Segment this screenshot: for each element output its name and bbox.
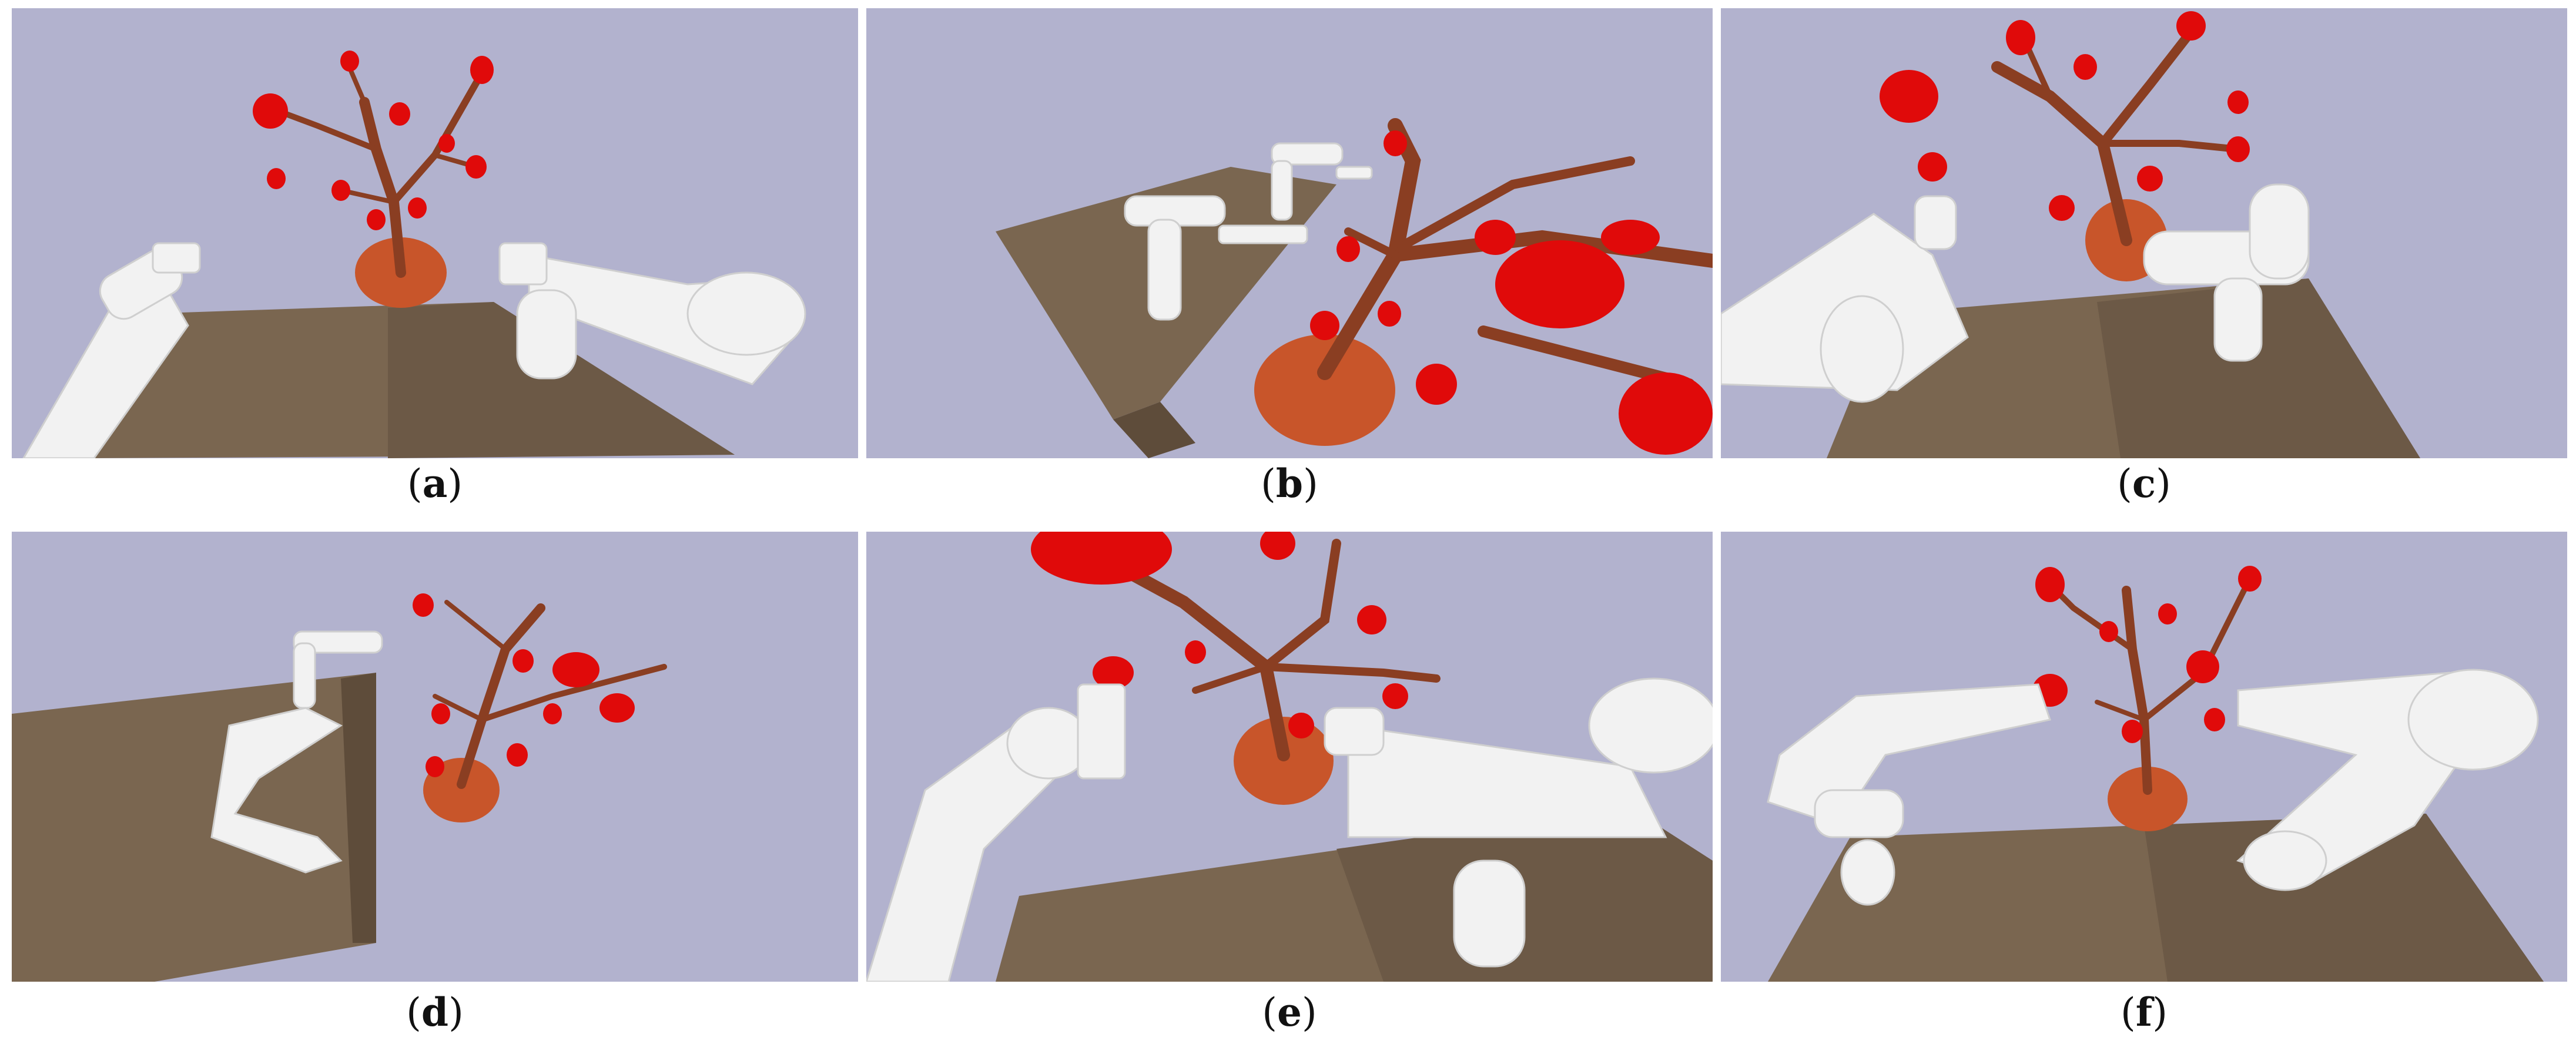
apples bbox=[413, 593, 635, 777]
tree-base bbox=[2108, 767, 2188, 831]
tree-branches bbox=[1113, 539, 1441, 761]
panel-c-render bbox=[1721, 8, 2567, 458]
panel-d-render bbox=[12, 532, 858, 982]
robot-arm-left bbox=[22, 242, 201, 458]
apples bbox=[1310, 130, 1713, 455]
robot-arm bbox=[210, 630, 383, 874]
robot-arm-right bbox=[1324, 677, 1713, 968]
panel-b-scene bbox=[866, 8, 1713, 458]
apples bbox=[253, 51, 494, 230]
panel-d-scene bbox=[12, 532, 858, 982]
tree-base bbox=[1254, 334, 1395, 446]
caption-d: (d) bbox=[406, 989, 464, 1035]
caption-a: (a) bbox=[407, 461, 463, 506]
caption-e: (e) bbox=[1262, 989, 1317, 1035]
tree-branches bbox=[433, 600, 667, 789]
caption-c: (c) bbox=[2117, 461, 2171, 506]
robot-arm-right bbox=[2143, 183, 2310, 362]
panel-e-render bbox=[866, 532, 1713, 982]
robot-arm-right bbox=[498, 242, 806, 385]
robot-arm-left bbox=[1767, 683, 2051, 906]
robot-arm-left bbox=[1721, 195, 1969, 403]
apples bbox=[1031, 532, 1408, 738]
caption-f: (f) bbox=[2121, 989, 2168, 1035]
apples bbox=[1880, 11, 2250, 221]
panel-f-scene bbox=[1721, 532, 2567, 982]
tree-base bbox=[423, 758, 500, 822]
panel-e-scene bbox=[866, 532, 1713, 982]
caption-b: (b) bbox=[1261, 461, 1318, 506]
robot-arm-right bbox=[2236, 669, 2539, 891]
panel-f-render bbox=[1721, 532, 2567, 982]
panel-a-scene bbox=[12, 8, 858, 458]
panel-a-render bbox=[12, 8, 858, 458]
robot-arm-left bbox=[1124, 195, 1308, 321]
robot-arm-left bbox=[866, 683, 1126, 982]
panel-b-render bbox=[866, 8, 1713, 458]
panel-c-scene bbox=[1721, 8, 2567, 458]
robot-arm-right bbox=[1271, 142, 1373, 221]
